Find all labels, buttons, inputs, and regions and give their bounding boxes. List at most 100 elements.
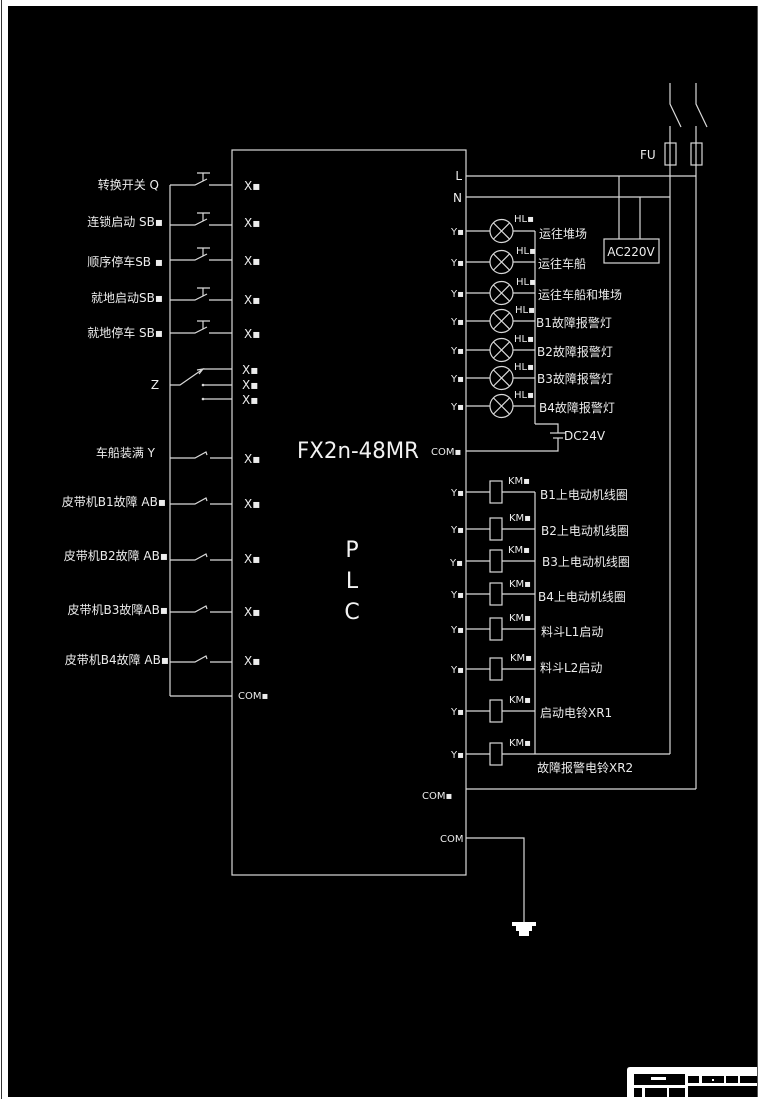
input-terminal: X▪ [244, 179, 260, 193]
ground-icon [512, 922, 536, 936]
no-contact-icon [170, 655, 232, 663]
coil-terminal: Y▪ [449, 558, 463, 569]
coil-row: Y▪ KM▪ B4上电动机线圈 [450, 579, 626, 606]
lamp-terminal: Y▪ [450, 346, 464, 357]
ground-com-terminal: COM [440, 834, 463, 845]
lamp-tag: HL▪ [516, 277, 536, 288]
pushbutton-icon [170, 247, 232, 261]
input-terminal: X▪ [244, 254, 260, 268]
coil-row: Y▪ KM▪ B2上电动机线圈 [450, 513, 629, 541]
input-row: 就地停车 SB▪ X▪ [87, 320, 260, 341]
coil-label: 料斗L1启动 [541, 625, 603, 639]
lamp-terminal: Y▪ [450, 289, 464, 300]
lamp-label: 运往车船 [538, 256, 586, 271]
lamp-row: Y▪ HL▪ 运往堆场 [450, 214, 587, 244]
input-row: 皮带机B1故障 AB▪ X▪ [62, 494, 261, 511]
coil-row: Y▪ KM▪ 料斗L1启动 [450, 613, 603, 641]
selector-label: Z [151, 378, 159, 392]
coil-tag: KM▪ [509, 513, 531, 524]
pushbutton-icon [170, 287, 232, 301]
input-terminal: X▪ [244, 552, 260, 566]
lamp-tag: HL▪ [514, 362, 534, 373]
lamp-label: B1故障报警灯 [536, 315, 612, 330]
input-row: 皮带机B2故障 AB▪ X▪ [64, 548, 261, 566]
coil-terminal: Y▪ [450, 488, 464, 499]
plc-letter-l: L [346, 569, 359, 594]
dc-supply: DC24V [466, 423, 606, 452]
input-label: 就地启动SB▪ [91, 291, 163, 305]
input-row: 皮带机B3故障AB▪ X▪ [68, 602, 261, 619]
lamp-terminal: Y▪ [450, 258, 464, 269]
coil-tag: KM▪ [510, 653, 532, 664]
lamp-terminal: Y▪ [450, 402, 464, 413]
input-terminal: X▪ [244, 452, 260, 466]
input-terminal: X▪ [244, 216, 260, 230]
coil-tag: KM▪ [509, 738, 531, 749]
coil-tag: KM▪ [508, 476, 530, 487]
lamp-row: Y▪ HL▪ B4故障报警灯 [450, 390, 615, 419]
selector-terminal: X▪ [242, 393, 258, 407]
selector-terminal: X▪ [242, 378, 258, 392]
lamp-tag: HL▪ [514, 214, 534, 225]
input-terminal: X▪ [244, 293, 260, 307]
lamp-label: 运往堆场 [539, 226, 587, 241]
ground-wire [466, 837, 525, 922]
terminal-n: N [453, 191, 462, 205]
lamp-row: Y▪ HL▪ B3故障报警灯 [450, 362, 613, 391]
fuse-icon [690, 142, 703, 166]
input-terminal: X▪ [244, 605, 260, 619]
lamp-row: Y▪ HL▪ B1故障报警灯 [450, 305, 612, 334]
input-label: 顺序停车SB ▪ [87, 254, 163, 269]
lamp-row: Y▪ HL▪ B2故障报警灯 [450, 334, 613, 363]
plc-body [231, 149, 467, 876]
lamp-row: Y▪ HL▪ 运往车船 [450, 246, 586, 275]
coil-label: B1上电动机线圈 [540, 488, 628, 502]
input-terminal: X▪ [244, 497, 260, 511]
coil-tag: KM▪ [509, 695, 531, 706]
lamp-tag: HL▪ [515, 305, 535, 316]
no-contact-icon [170, 553, 232, 561]
ac-supply-label: AC220V [607, 245, 655, 259]
lamp-com-terminal: COM▪ [431, 447, 461, 458]
lamp-terminal: Y▪ [450, 374, 464, 385]
selector-switch-icon [170, 368, 232, 401]
pushbutton-icon [170, 172, 232, 186]
coil-row: Y▪ KM▪ 故障报警电铃XR2 [450, 738, 670, 775]
coil-label: 启动电铃XR1 [540, 705, 612, 720]
lamp-terminal: Y▪ [450, 227, 464, 238]
coil-label: B3上电动机线圈 [542, 555, 630, 569]
coil-label: B2上电动机线圈 [541, 524, 629, 538]
input-label: 就地停车 SB▪ [87, 325, 163, 340]
output-com-terminal: COM▪ [422, 791, 452, 802]
terminal-l: L [455, 169, 462, 183]
coil-row: Y▪ KM▪ 启动电铃XR1 [450, 695, 612, 723]
lamp-terminal: Y▪ [450, 317, 464, 328]
input-label: 皮带机B2故障 AB▪ [64, 548, 168, 563]
input-label: 转换开关 Q [98, 177, 159, 192]
ac-supply: AC220V [603, 176, 660, 264]
coil-row: Y▪ KM▪ B1上电动机线圈 [450, 476, 628, 504]
input-terminal: X▪ [244, 327, 260, 341]
battery-icon [550, 432, 566, 439]
coil-terminal: Y▪ [450, 625, 464, 636]
lamp-label: B2故障报警灯 [537, 344, 613, 359]
input-row: 车船装满 Y X▪ [96, 445, 261, 466]
input-row: 就地启动SB▪ X▪ [91, 287, 260, 307]
plc-letter-p: P [345, 538, 358, 563]
lamp-label: B4故障报警灯 [539, 400, 615, 415]
coil-label: 料斗L2启动 [540, 661, 602, 675]
input-row: 顺序停车SB ▪ X▪ [87, 247, 260, 269]
coil-tag: KM▪ [509, 579, 531, 590]
input-com-terminal: COM▪ [238, 691, 268, 702]
no-contact-icon [170, 497, 232, 505]
dc-supply-label: DC24V [564, 429, 606, 443]
input-label: 皮带机B1故障 AB▪ [62, 494, 166, 509]
coil-terminal: Y▪ [450, 707, 464, 718]
lamp-row: Y▪ HL▪ 运往车船和堆场 [450, 277, 622, 306]
input-label: 皮带机B3故障AB▪ [68, 602, 168, 617]
pushbutton-icon [170, 212, 232, 226]
coil-label: B4上电动机线圈 [538, 590, 626, 604]
input-label: 连锁启动 SB▪ [87, 214, 163, 229]
coil-tag: KM▪ [509, 613, 531, 624]
